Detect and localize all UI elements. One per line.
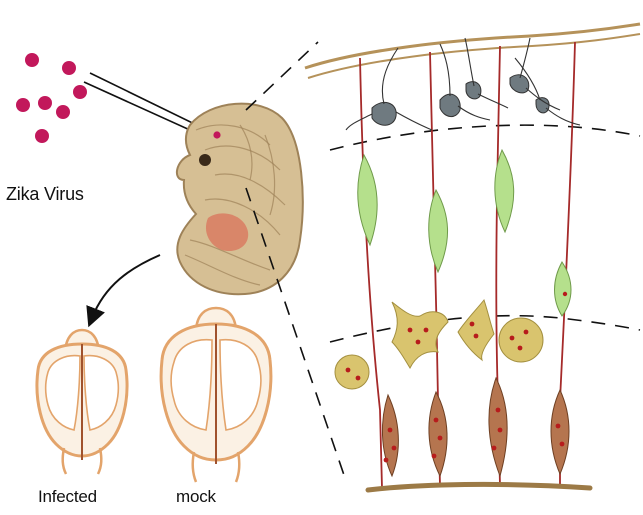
virus-particle (38, 96, 52, 110)
ventricular-surface (368, 484, 590, 490)
brown-inclusions (384, 408, 565, 463)
virus-particle (16, 98, 30, 112)
injection-site (213, 131, 220, 138)
zika-virus-label: Zika Virus (6, 184, 84, 205)
pial-surface (305, 24, 640, 68)
intermediate-cells (335, 300, 543, 389)
embryo-eye (199, 154, 211, 166)
arrow-to-brains (92, 255, 160, 318)
virus-particle (73, 85, 87, 99)
mock-brain (161, 308, 271, 482)
virus-particle (56, 105, 70, 119)
infected-brain (37, 330, 127, 474)
virus-particle (25, 53, 39, 67)
infected-label: Infected (38, 487, 97, 507)
basal-progenitors (382, 378, 569, 476)
virus-particle (62, 61, 76, 75)
embryo (177, 104, 303, 295)
mock-label: mock (176, 487, 216, 507)
virus-particles (16, 53, 87, 143)
green-progenitors (358, 150, 571, 316)
virus-particle (35, 129, 49, 143)
